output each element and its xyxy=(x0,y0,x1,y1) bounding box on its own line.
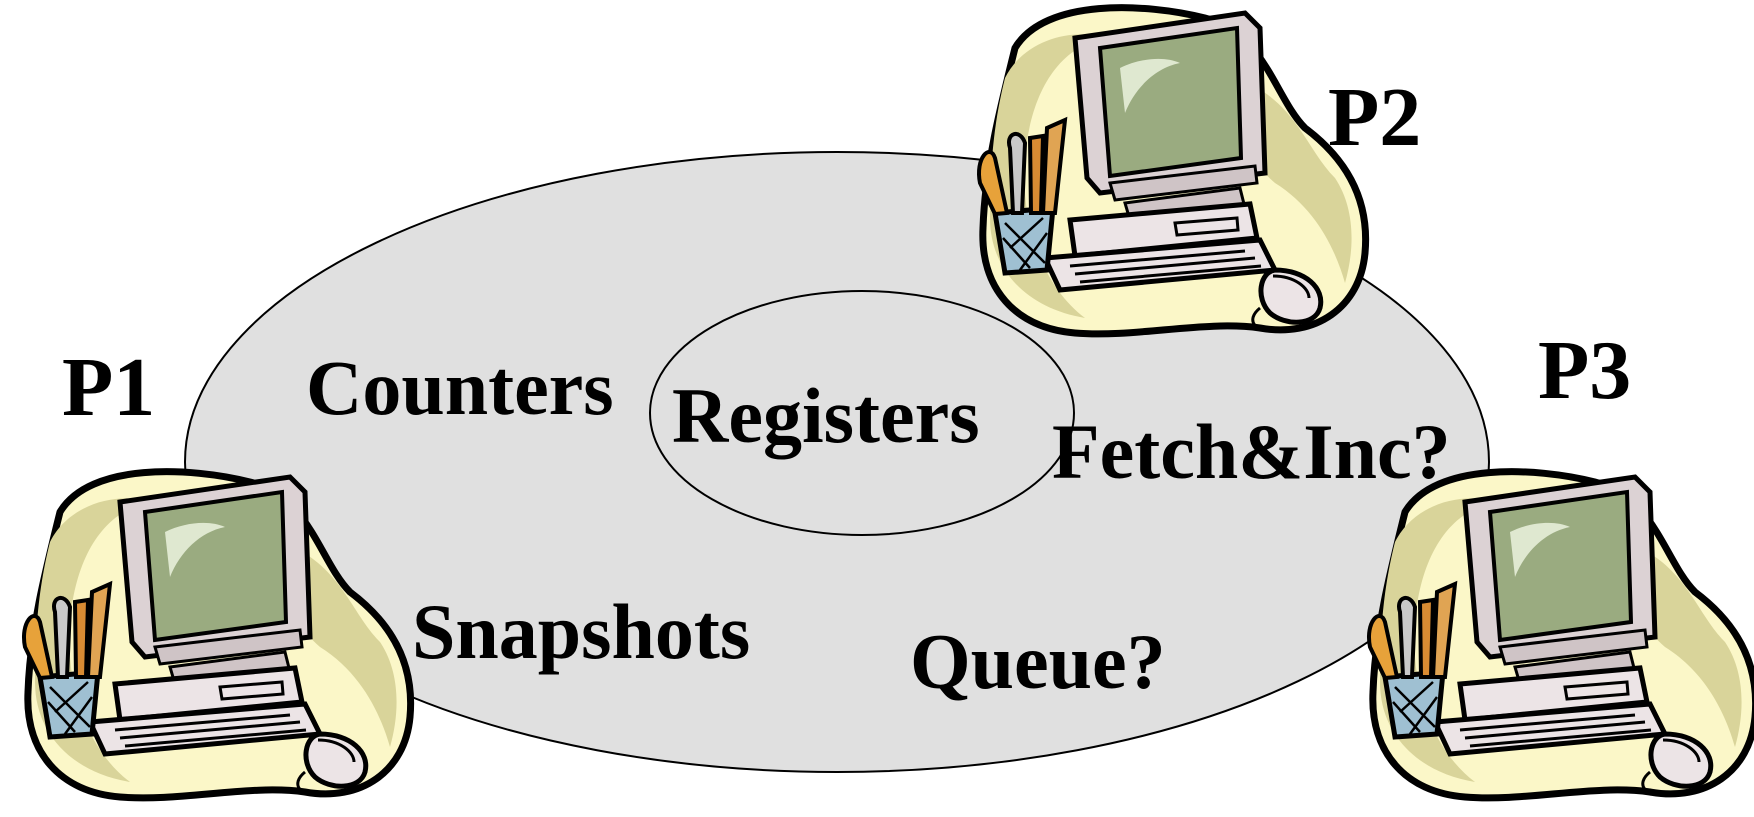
object-label-counters: Counters xyxy=(306,344,614,431)
computer-icon xyxy=(979,8,1366,334)
object-label-fetch-inc: Fetch&Inc? xyxy=(1052,408,1451,495)
object-label-queue: Queue? xyxy=(910,618,1166,705)
computer-icon xyxy=(1369,472,1754,798)
process-label-p2: P2 xyxy=(1328,71,1421,164)
registers-region xyxy=(649,290,1075,536)
process-label-p1: P1 xyxy=(62,341,155,434)
object-label-registers: Registers xyxy=(672,372,980,459)
process-label-p3: P3 xyxy=(1538,324,1631,417)
object-label-snapshots: Snapshots xyxy=(412,588,750,675)
